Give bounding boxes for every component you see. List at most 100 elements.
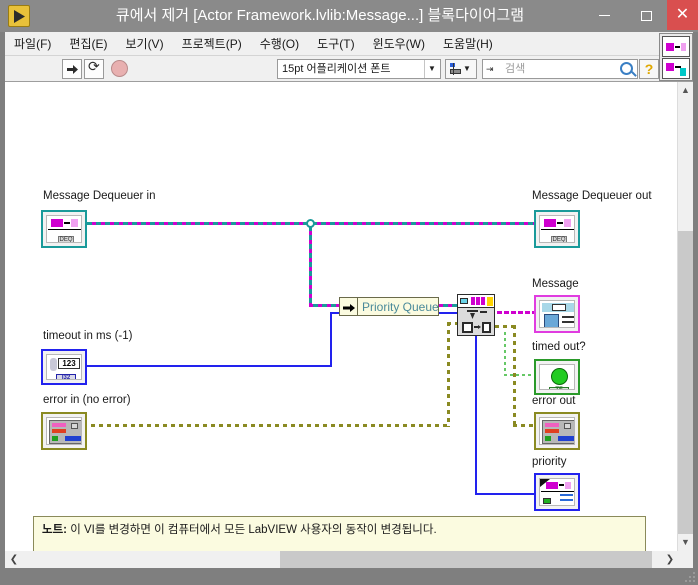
menu-operate[interactable]: 수행(O) <box>259 37 300 51</box>
wire-refnum-to-queue-dash <box>309 304 339 307</box>
minimize-icon <box>598 14 610 16</box>
connector-pane[interactable] <box>659 33 693 81</box>
scroll-left-button[interactable]: ❮ <box>9 554 19 565</box>
context-help-button[interactable]: ? <box>639 59 659 79</box>
label-error-out: error out <box>532 395 576 407</box>
menu-window[interactable]: 윈도우(W) <box>372 37 426 51</box>
cluster-field <box>52 429 66 433</box>
menu-file[interactable]: 파일(F) <box>14 37 52 51</box>
block-diagram-canvas[interactable]: Priority Queue Message Dequeuer in <box>5 82 677 551</box>
scroll-up-button[interactable]: ▲ <box>681 85 690 95</box>
font-selector[interactable]: 15pt 어플리케이션 폰트 ▼ <box>277 59 441 79</box>
timeout-icon <box>487 297 493 306</box>
wire-error-out-vertical[interactable] <box>513 325 516 424</box>
terminal-graphic <box>46 417 82 445</box>
element-icon <box>476 297 480 305</box>
search-placeholder: 검색 <box>505 63 526 75</box>
terminal-graphic <box>539 417 575 445</box>
cluster-field <box>558 436 574 441</box>
element-icon <box>481 297 485 305</box>
terminal-graphic: 123 I32 <box>46 354 82 380</box>
wire-error-vertical[interactable] <box>447 322 450 427</box>
note-bold-prefix: 노트: <box>42 524 67 536</box>
label-timeout-in-ms: timeout in ms (-1) <box>43 330 133 342</box>
wire-refnum-branch-junction <box>306 219 315 228</box>
type-badge: DEQ <box>58 236 74 243</box>
cluster-field <box>71 423 78 429</box>
refnum-icon <box>565 482 571 489</box>
connector-square <box>670 43 674 51</box>
menu-project[interactable]: 프로젝트(P) <box>181 37 242 51</box>
terminal-error-out[interactable] <box>534 412 580 450</box>
refnum-icon <box>51 219 57 227</box>
refnum-line <box>559 484 564 486</box>
terminal-timed-out[interactable]: TF <box>534 359 580 395</box>
refnum-icon <box>550 219 556 227</box>
vertical-scrollbar[interactable]: ▲ ▼ <box>677 82 693 551</box>
terminal-message-dequeuer-in[interactable]: DEQ <box>41 210 87 248</box>
refnum-icon <box>544 219 550 227</box>
corner-marker-icon <box>540 479 550 487</box>
vertical-scroll-thumb[interactable] <box>678 99 693 231</box>
wire-error-node-out-top[interactable] <box>495 325 516 328</box>
wire-error-out-horizontal[interactable] <box>513 424 535 427</box>
wire-message-out-dash <box>495 311 535 314</box>
menu-edit[interactable]: 편집(E) <box>69 37 108 51</box>
terminal-timeout-in-ms[interactable]: 123 I32 <box>41 349 87 385</box>
menu-view[interactable]: 보기(V) <box>125 37 164 51</box>
queue-refnum-icon <box>460 298 468 304</box>
node-glyph <box>482 322 491 333</box>
terminal-error-in[interactable] <box>41 412 87 450</box>
scroll-right-button[interactable]: ❯ <box>665 554 675 565</box>
refnum-line <box>64 222 70 224</box>
align-objects-button[interactable]: ▼ <box>445 59 477 79</box>
wire-error-horizontal[interactable] <box>83 424 450 427</box>
wire-queue-to-dequeue-dash <box>439 304 459 307</box>
queue-arrow-icon <box>340 298 358 315</box>
menu-tools[interactable]: 도구(T) <box>317 37 355 51</box>
title-bar: 큐에서 제거 [Actor Framework.lvlib:Message...… <box>0 0 698 32</box>
arrow-icon <box>562 321 574 323</box>
wire-timeout-vertical[interactable] <box>330 312 332 367</box>
align-objects-icon <box>450 63 463 76</box>
wire-timed-out-vertical[interactable] <box>504 332 506 375</box>
horizontal-scrollbar[interactable]: ❮ ❯ <box>5 551 693 568</box>
connector-pane-cell[interactable] <box>662 58 690 79</box>
node-glyph <box>467 310 478 312</box>
led-icon <box>551 368 568 385</box>
terminal-graphic: OBJ <box>539 300 575 328</box>
scroll-down-button[interactable]: ▼ <box>681 537 690 547</box>
resize-grip[interactable] <box>685 572 697 584</box>
minimize-button[interactable] <box>583 0 625 30</box>
run-continuously-button[interactable] <box>84 58 104 79</box>
wire-error-in-to-node[interactable] <box>447 322 461 325</box>
horizontal-scroll-thumb[interactable] <box>280 551 652 568</box>
run-button[interactable] <box>62 59 82 79</box>
connector-square <box>666 63 670 71</box>
vi-icon-cell[interactable] <box>662 36 690 57</box>
numeric-value-icon: 123 <box>58 358 80 369</box>
wire-timed-out-horizontal[interactable] <box>504 374 535 376</box>
priority-queue-constant[interactable]: Priority Queue <box>339 297 439 316</box>
vertical-scroll-track[interactable] <box>678 231 693 534</box>
connector-square <box>681 43 686 51</box>
sort-arrow-icon <box>560 494 573 496</box>
cluster-field <box>564 423 571 429</box>
note-text: 이 VI를 변경하면 이 컴퓨터에서 모든 LabVIEW 사용자의 동작이 변… <box>67 524 437 536</box>
maximize-button[interactable] <box>625 0 667 30</box>
close-button[interactable]: ✕ <box>667 0 698 30</box>
wire-priority-vertical[interactable] <box>475 334 477 495</box>
terminal-message-dequeuer-out[interactable]: DEQ <box>534 210 580 248</box>
magnifier-icon[interactable] <box>620 62 633 75</box>
dequeue-element-node[interactable] <box>457 294 495 336</box>
wire-timeout-horizontal[interactable] <box>83 365 332 367</box>
note-box[interactable]: 노트: 이 VI를 변경하면 이 컴퓨터에서 모든 LabVIEW 사용자의 동… <box>33 516 646 551</box>
terminal-priority[interactable] <box>534 473 580 511</box>
refnum-icon <box>552 482 558 489</box>
abort-execution-button[interactable] <box>111 60 128 77</box>
wire-priority-horizontal[interactable] <box>475 493 535 495</box>
search-input[interactable]: ⇥ 검색 <box>482 59 638 79</box>
maximize-icon <box>640 10 652 21</box>
menu-help[interactable]: 도움말(H) <box>443 37 493 51</box>
terminal-message[interactable]: OBJ <box>534 295 580 333</box>
